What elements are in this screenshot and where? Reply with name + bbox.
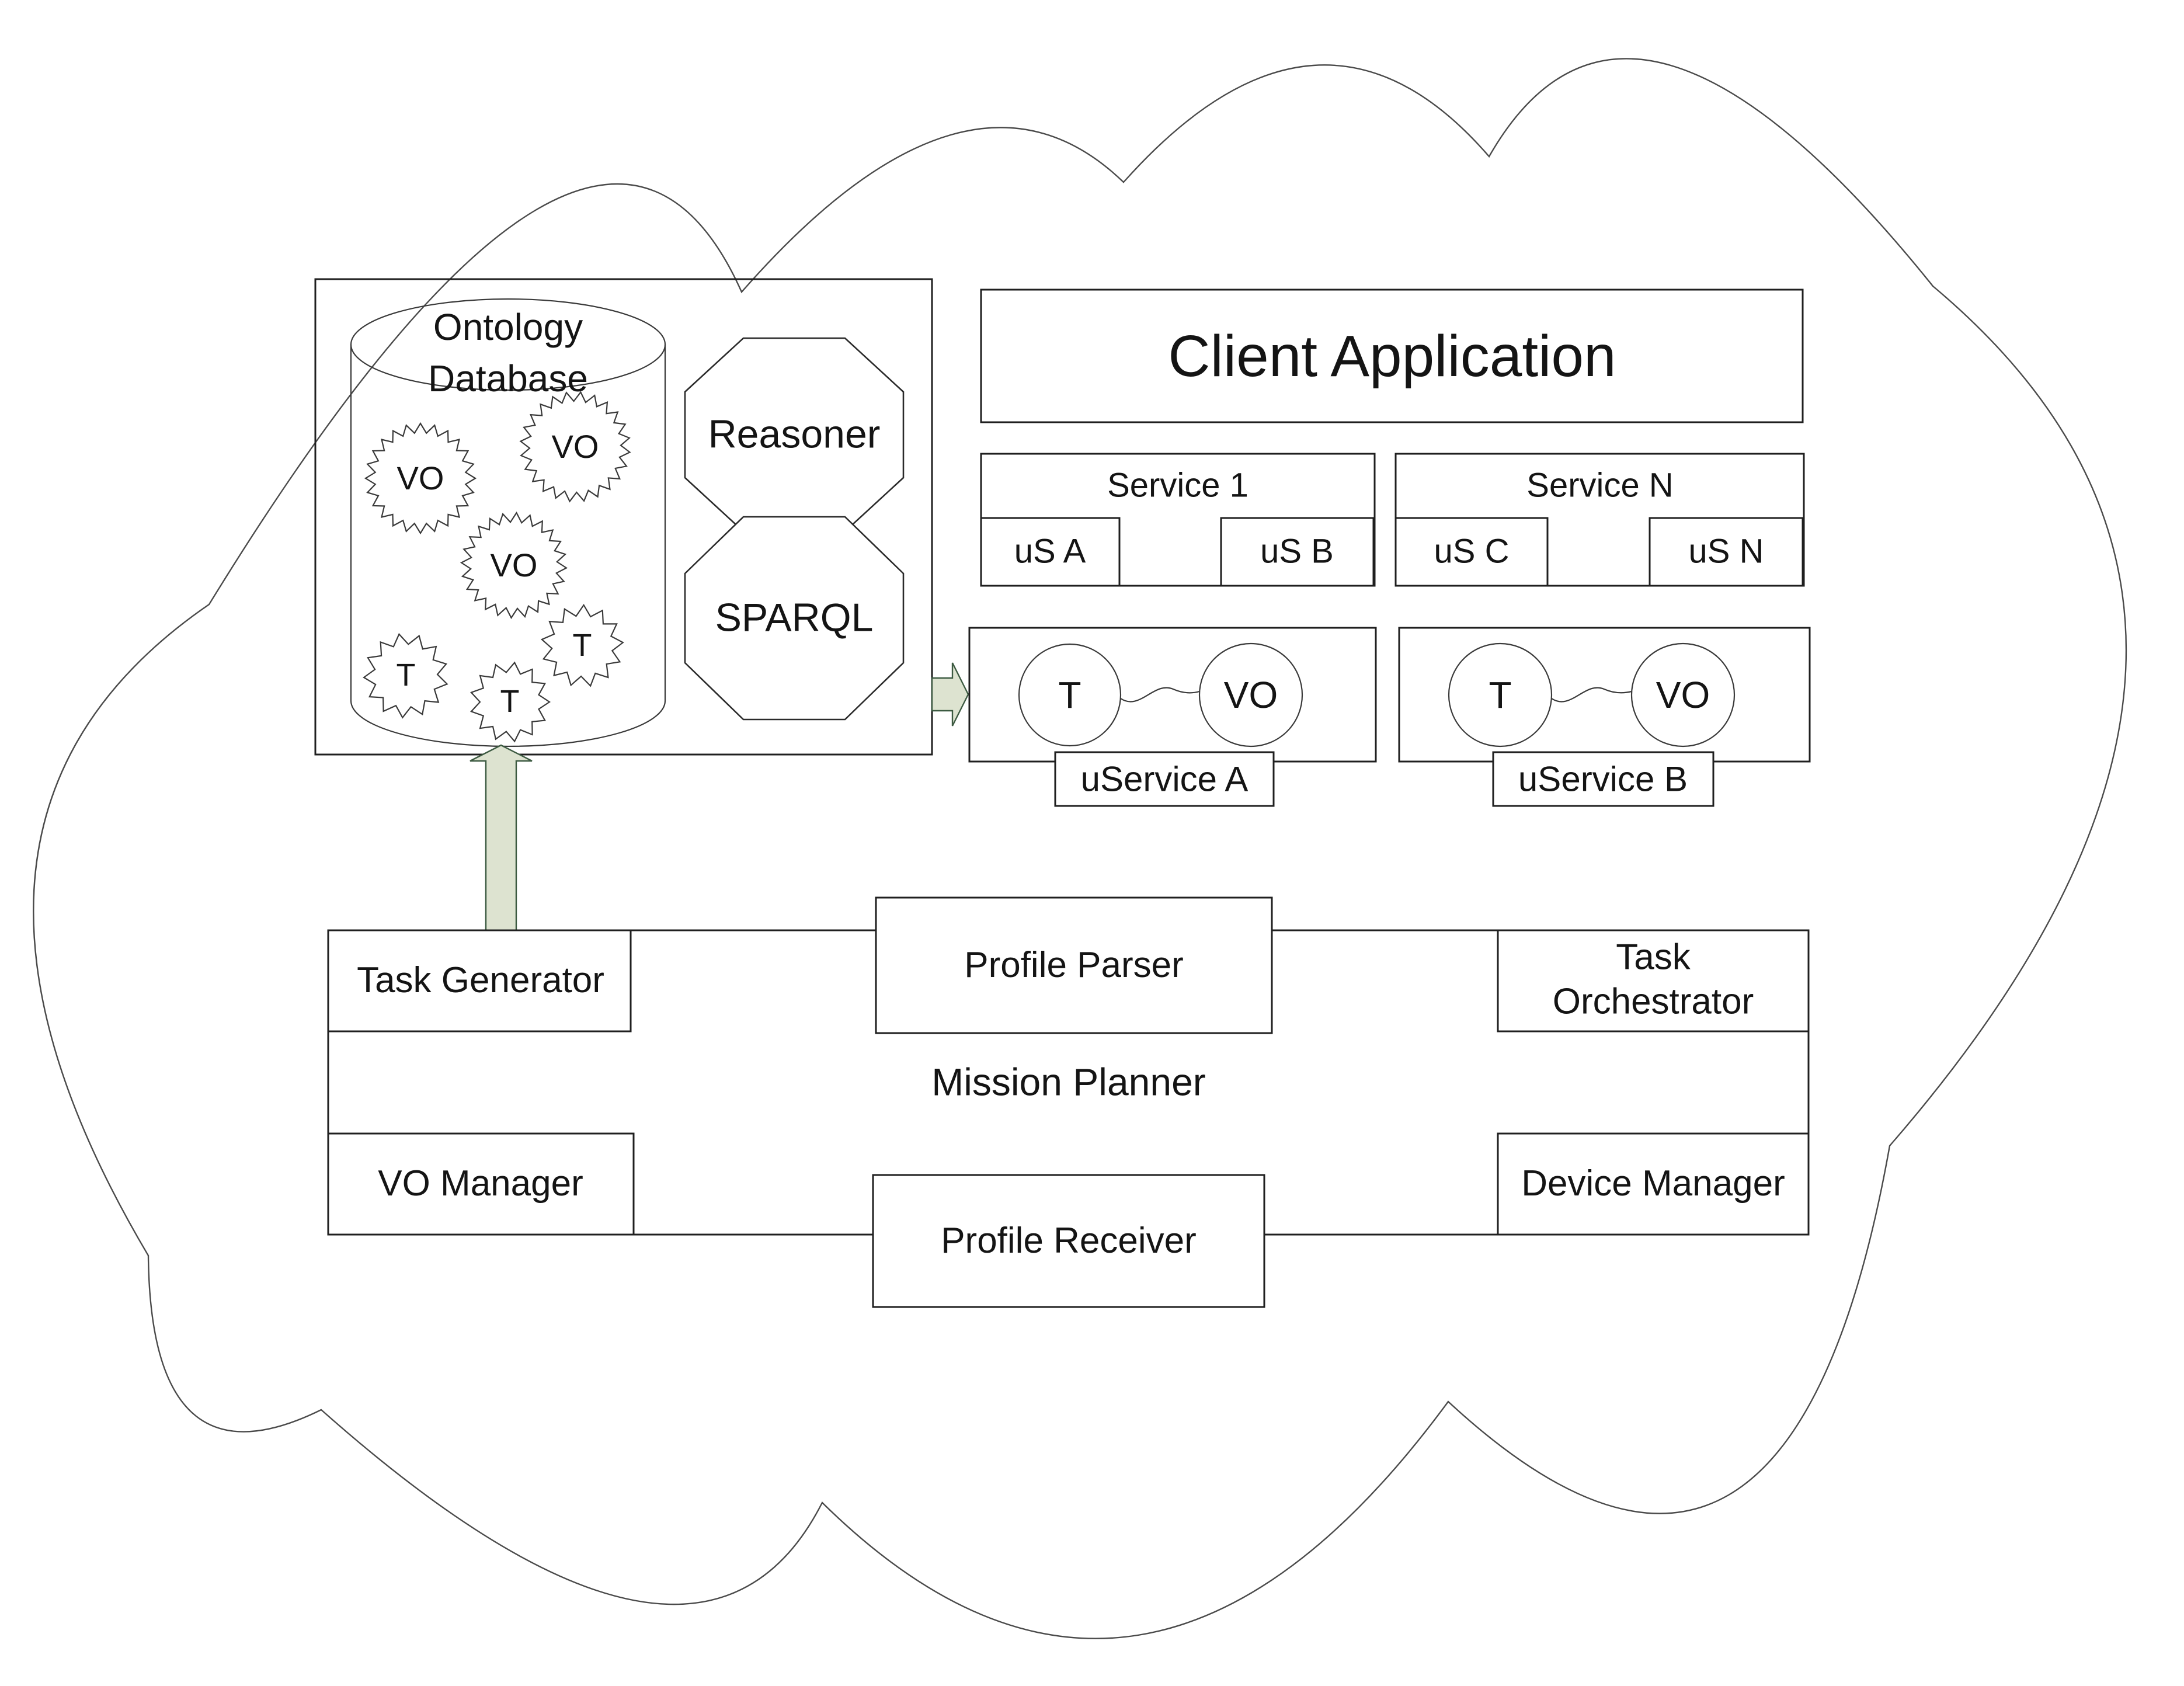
uservice-b-name: uService B	[1518, 759, 1688, 799]
ontology-label-line1: Ontology	[433, 305, 583, 348]
vo-gear-shape	[460, 511, 568, 620]
arrow-db-to-uservice	[931, 662, 969, 726]
cloud-outline	[33, 58, 2127, 1639]
t-star-shape	[363, 632, 448, 719]
vo-gear-shape	[519, 391, 631, 503]
device-manager-box	[1497, 1132, 1810, 1236]
task-orchestrator-label: Task Orchestrator	[1553, 935, 1754, 1023]
uservice-a-vo-circle	[1198, 642, 1303, 748]
vo-gear-label: VO	[551, 427, 599, 465]
client-application-title: Client Application	[1168, 324, 1616, 389]
cylinder-lid	[350, 298, 666, 391]
us-b-label: uS B	[1260, 532, 1334, 571]
uservice-a-name: uService A	[1080, 759, 1249, 799]
uservice-a-vo-label: VO	[1223, 673, 1278, 716]
uservice-a-link-wave	[1120, 687, 1200, 703]
vo-gear-label: VO	[397, 459, 444, 496]
vo-gear-shape	[364, 422, 477, 535]
uservice-b-task-circle	[1448, 642, 1553, 748]
sparql-octagon	[684, 516, 905, 721]
us-c-box	[1394, 517, 1549, 587]
uservice-a-label-box	[1054, 751, 1275, 807]
uservice-b-task-label: T	[1489, 673, 1512, 716]
arrow-taskgen-to-db	[470, 744, 533, 932]
ontology-label-line2: Database	[428, 357, 588, 399]
us-n-box	[1649, 517, 1804, 587]
task-orchestrator-line1: Task	[1616, 937, 1691, 978]
ontology-group-box	[314, 278, 933, 756]
uservice-a-task-label: T	[1058, 673, 1081, 716]
profile-receiver-label: Profile Receiver	[941, 1221, 1197, 1261]
task-orchestrator-box	[1497, 929, 1810, 1033]
us-b-box	[1220, 517, 1375, 587]
ontology-database-cylinder	[350, 298, 666, 748]
serviceN-label: Service N	[1526, 466, 1674, 505]
sparql-label: SPARQL	[715, 595, 874, 640]
uservice-a-task-circle	[1018, 643, 1122, 747]
vo-gear-label: VO	[490, 546, 538, 583]
vo-manager-label: VO Manager	[378, 1163, 583, 1204]
t-star-shape	[540, 603, 624, 687]
task-generator-label: Task Generator	[357, 960, 604, 1001]
us-c-label: uS C	[1434, 532, 1510, 571]
us-a-box	[980, 517, 1121, 587]
service1-label: Service 1	[1107, 466, 1249, 505]
profile-parser-label: Profile Parser	[964, 945, 1184, 986]
uservice-b-link-wave	[1551, 687, 1632, 703]
profile-receiver-box	[872, 1174, 1265, 1308]
t-star-label: T	[500, 684, 520, 719]
task-generator-box	[327, 929, 632, 1033]
t-star-shape	[470, 661, 551, 743]
us-n-label: uS N	[1688, 532, 1764, 571]
us-a-label: uS A	[1014, 532, 1086, 571]
profile-parser-box	[875, 896, 1273, 1034]
uservice-b-vo-label: VO	[1656, 673, 1710, 716]
device-manager-label: Device Manager	[1521, 1163, 1785, 1204]
uservice-b-label-box	[1492, 751, 1714, 807]
vo-manager-box	[327, 1132, 635, 1236]
uservice-b-vo-circle	[1630, 642, 1736, 748]
mission-planner-title: Mission Planner	[931, 1060, 1206, 1104]
client-application-box	[980, 288, 1804, 423]
t-star-label: T	[396, 658, 416, 693]
t-star-label: T	[572, 628, 592, 663]
reasoner-label: Reasoner	[708, 412, 881, 457]
task-orchestrator-line2: Orchestrator	[1552, 981, 1754, 1021]
